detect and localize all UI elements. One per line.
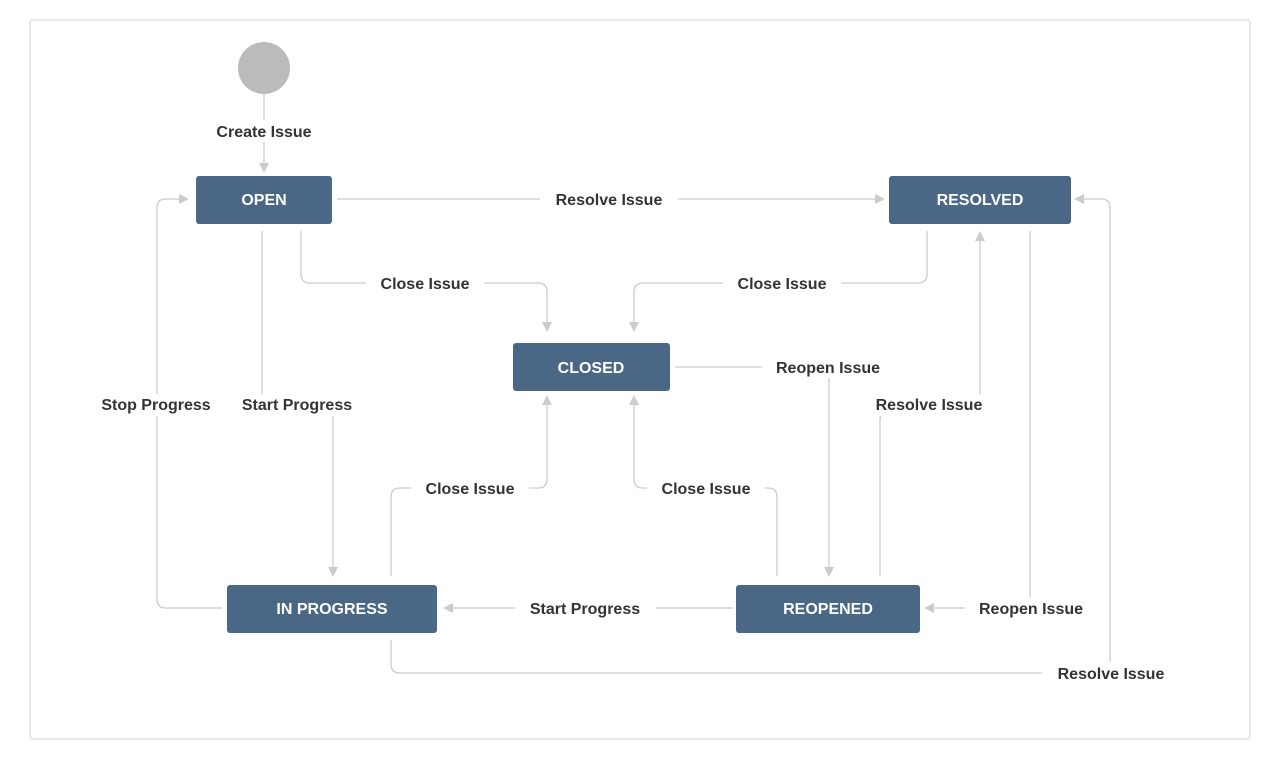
arrowhead-icon	[824, 567, 834, 577]
arrowhead-icon	[259, 163, 269, 173]
status-in-progress[interactable]: IN PROGRESS	[227, 585, 437, 633]
transition-inprogress-close[interactable]: Close Issue	[426, 481, 515, 498]
transition-inprogress-resolve[interactable]: Resolve Issue	[1058, 666, 1165, 683]
arrowhead-icon	[443, 603, 453, 613]
start-node	[238, 42, 290, 94]
transition-reopened-resolve[interactable]: Resolve Issue	[876, 397, 983, 414]
arrowhead-icon	[975, 231, 985, 241]
status-open[interactable]: OPEN	[196, 176, 332, 224]
connector-resolved-reopen[interactable]	[933, 231, 1031, 609]
arrowhead-icon	[328, 567, 338, 577]
transition-create-issue[interactable]: Create Issue	[216, 124, 311, 141]
transition-open-close[interactable]: Close Issue	[381, 276, 470, 293]
arrowhead-icon	[179, 194, 189, 204]
arrowhead-icon	[542, 395, 552, 405]
transition-resolved-close[interactable]: Close Issue	[738, 276, 827, 293]
connector-closed-reopen[interactable]	[675, 366, 830, 568]
transition-closed-reopen[interactable]: Reopen Issue	[776, 360, 880, 377]
arrowhead-icon	[542, 322, 552, 332]
status-resolved[interactable]: RESOLVED	[889, 176, 1071, 224]
arrowhead-icon	[875, 194, 885, 204]
status-closed-label: CLOSED	[558, 360, 625, 377]
transition-resolved-reopen[interactable]: Reopen Issue	[979, 601, 1083, 618]
status-reopened-label: REOPENED	[783, 601, 873, 618]
status-resolved-label: RESOLVED	[937, 192, 1024, 209]
status-reopened[interactable]: REOPENED	[736, 585, 920, 633]
status-open-label: OPEN	[241, 192, 286, 209]
transition-start-progress[interactable]: Start Progress	[242, 397, 352, 414]
status-closed[interactable]: CLOSED	[513, 343, 670, 391]
transition-stop-progress[interactable]: Stop Progress	[101, 397, 210, 414]
status-in-progress-label: IN PROGRESS	[276, 601, 387, 618]
arrowhead-icon	[629, 395, 639, 405]
arrowhead-icon	[629, 322, 639, 332]
transition-reopened-start-progress[interactable]: Start Progress	[530, 601, 640, 618]
arrowhead-icon	[1074, 194, 1084, 204]
arrowhead-icon	[924, 603, 934, 613]
transition-reopened-close[interactable]: Close Issue	[662, 481, 751, 498]
transition-labels: Create Issue Resolve Issue Close Issue C…	[86, 120, 1180, 684]
transition-open-resolve[interactable]: Resolve Issue	[556, 192, 663, 209]
